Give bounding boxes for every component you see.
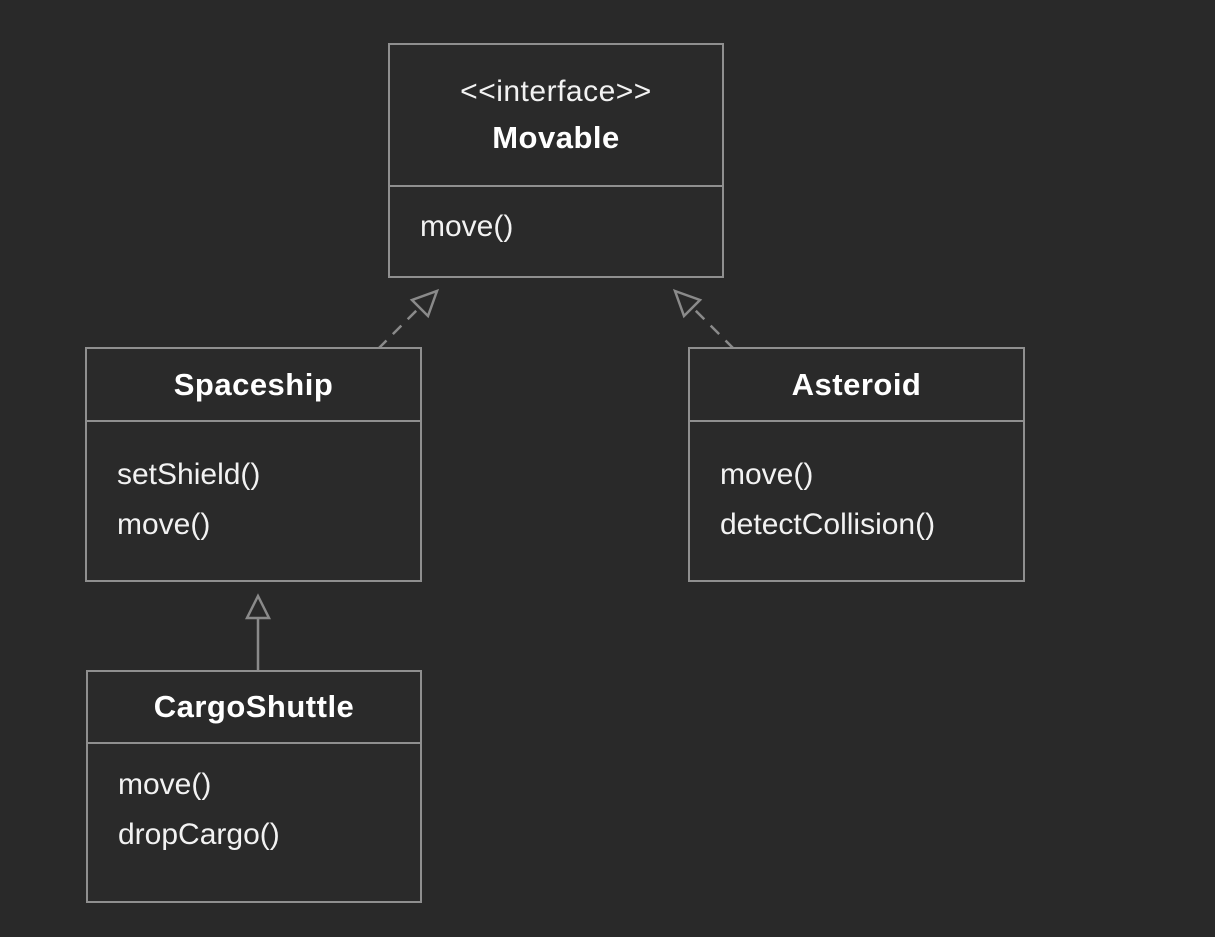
realization-arrow-asteroid-to-movable: [672, 288, 735, 350]
method-label: move(): [420, 210, 514, 243]
cargoshuttle-methods-section: move() dropCargo(): [88, 744, 420, 860]
generalization-arrow-cargoshuttle-to-spaceship: [244, 593, 272, 670]
movable-class-name: Movable: [492, 120, 620, 155]
hollow-arrowhead-icon: [672, 288, 703, 319]
cargoshuttle-class-name: CargoShuttle: [153, 689, 355, 724]
movable-methods-section: move(): [390, 187, 722, 252]
class-box-movable: <<interface>> Movable move(): [388, 43, 724, 278]
class-box-cargoshuttle: CargoShuttle move() dropCargo(): [86, 670, 422, 903]
method-label: move(): [118, 768, 212, 801]
cargoshuttle-header: CargoShuttle: [88, 672, 420, 744]
asteroid-header: Asteroid: [690, 349, 1023, 422]
method-label: setShield(): [117, 458, 261, 491]
spaceship-class-name: Spaceship: [173, 366, 334, 402]
asteroid-class-name: Asteroid: [791, 366, 922, 402]
realization-arrow-spaceship-to-movable: [377, 288, 440, 350]
method-label: detectCollision(): [720, 508, 936, 541]
method-label: move(): [720, 458, 814, 491]
hollow-arrowhead-icon: [244, 593, 272, 620]
method-label: dropCargo(): [118, 818, 280, 851]
hollow-arrowhead-icon: [409, 288, 440, 319]
movable-stereotype: <<interface>>: [460, 75, 652, 108]
spaceship-header: Spaceship: [87, 349, 420, 422]
method-label: move(): [117, 508, 211, 541]
class-box-asteroid: Asteroid move() detectCollision(): [688, 347, 1025, 582]
movable-header: <<interface>> Movable: [390, 45, 722, 187]
spaceship-methods-section: setShield() move(): [87, 422, 420, 550]
asteroid-methods-section: move() detectCollision(): [690, 422, 1023, 550]
class-box-spaceship: Spaceship setShield() move(): [85, 347, 422, 582]
